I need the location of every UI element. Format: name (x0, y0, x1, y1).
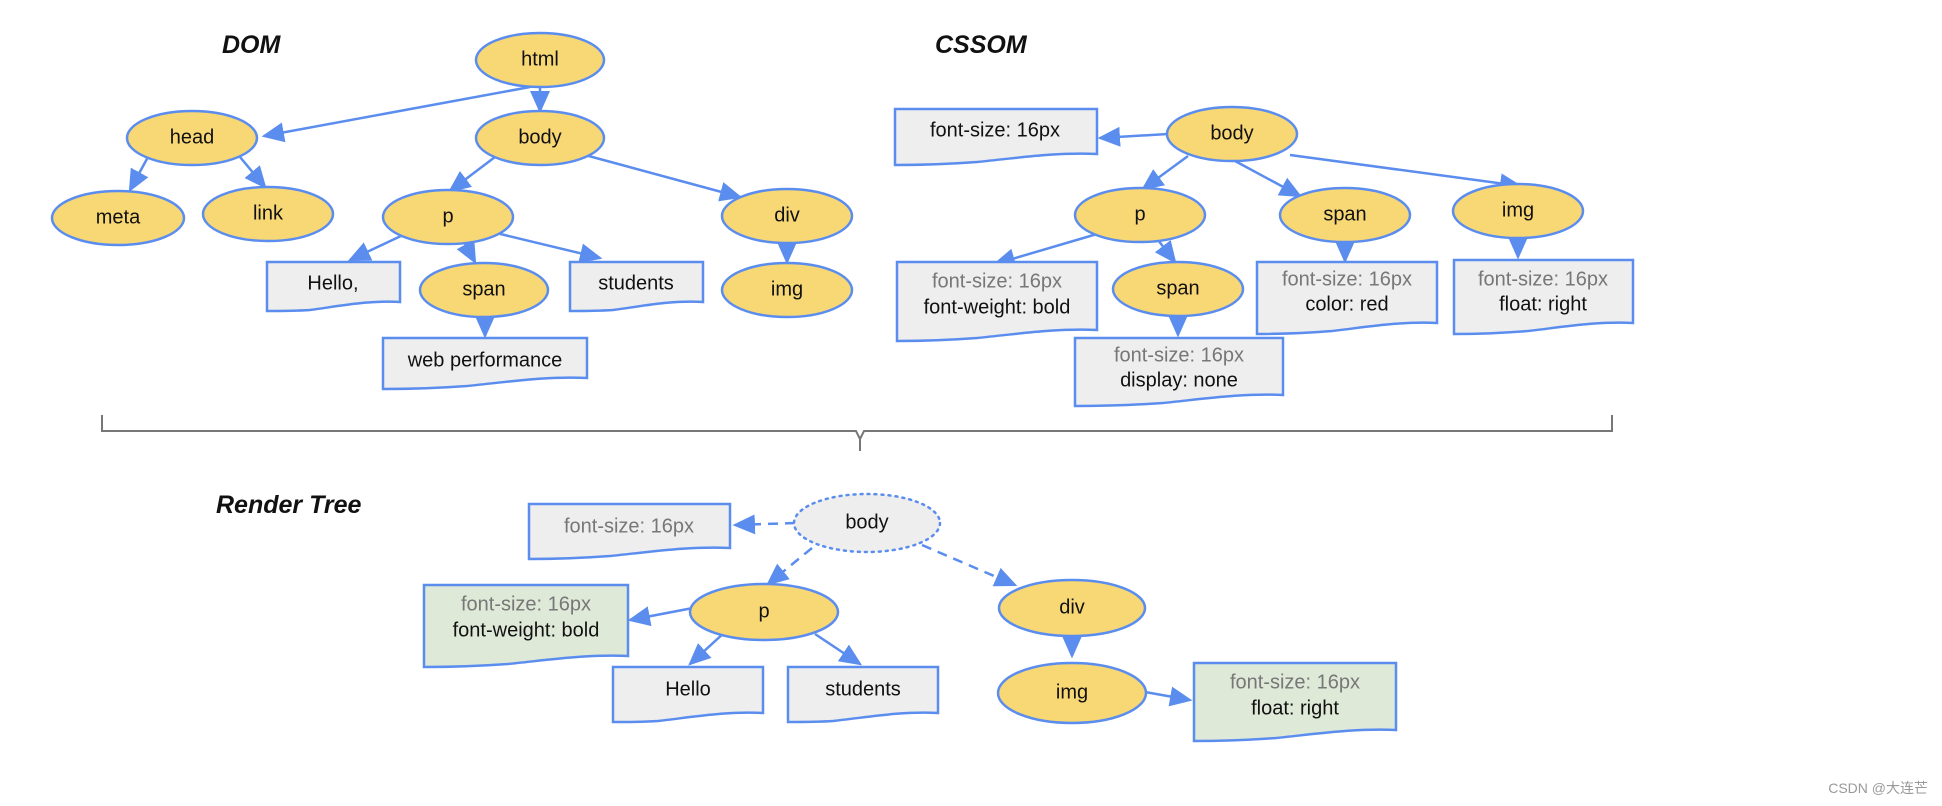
cssom-node-p: p (1073, 186, 1207, 244)
dom-node-html: html (474, 31, 606, 89)
dom-text-hello: Hello, (265, 260, 402, 313)
dom-node-img-label: img (771, 278, 803, 300)
combine-brace (101, 415, 1613, 451)
render-text-students-label: students (825, 678, 901, 700)
render-style-img-inherited: font-size: 16px (1230, 671, 1360, 693)
cssom-style-span-inherited: font-size: 16px (1282, 268, 1412, 290)
cssom-style-img-own: float: right (1499, 293, 1587, 315)
dom-node-p: p (381, 188, 515, 246)
render-style-body: font-size: 16px (527, 502, 732, 561)
cssom-node-p-label: p (1134, 203, 1145, 225)
render-text-hello-label: Hello (665, 678, 711, 700)
cssom-node-p-span: span (1111, 260, 1245, 318)
cssom-node-span-label: span (1323, 203, 1366, 225)
cssom-node-p-span-label: span (1156, 277, 1199, 299)
render-style-img-own: float: right (1251, 697, 1339, 719)
cssom-style-img-inherited: font-size: 16px (1478, 268, 1608, 290)
render-style-p: font-size: 16px font-weight: bold (422, 583, 630, 669)
dom-node-img: img (720, 261, 854, 319)
render-node-div: div (997, 578, 1147, 638)
cssom-node-body-label: body (1210, 122, 1253, 144)
cssom-edges (992, 126, 1528, 338)
dom-node-link: link (201, 185, 335, 243)
dom-text-hello-label: Hello, (307, 272, 358, 294)
render-style-body-label: font-size: 16px (564, 515, 694, 537)
render-style-p-inherited: font-size: 16px (461, 593, 591, 615)
dom-node-div: div (720, 187, 854, 245)
cssom-style-p-span-own: display: none (1120, 369, 1238, 391)
dom-text-students: students (568, 260, 705, 313)
render-text-hello: Hello (611, 665, 765, 724)
cssom-style-body-label: font-size: 16px (930, 119, 1060, 141)
cssom-node-body: body (1165, 105, 1299, 163)
dom-node-div-label: div (774, 204, 800, 226)
cssom-title: CSSOM (935, 31, 1028, 59)
dom-node-body: body (474, 109, 606, 167)
render-node-body: body (792, 492, 942, 554)
cssom-style-p: font-size: 16px font-weight: bold (895, 260, 1099, 343)
dom-node-head: head (125, 109, 259, 167)
cssom-style-p-span-inherited: font-size: 16px (1114, 344, 1244, 366)
cssom-node-img: img (1451, 182, 1585, 240)
dom-node-html-label: html (521, 48, 559, 70)
cssom-node-img-label: img (1502, 199, 1534, 221)
cssom-style-span: font-size: 16px color: red (1255, 260, 1439, 336)
render-tree-title: Render Tree (216, 491, 362, 519)
cssom-style-body: font-size: 16px (893, 107, 1099, 167)
render-node-img: img (996, 661, 1148, 725)
dom-node-span-label: span (462, 278, 505, 300)
dom-edges (128, 85, 797, 339)
render-node-p-label: p (758, 600, 769, 622)
dom-node-span: span (418, 261, 550, 319)
render-style-img: font-size: 16px float: right (1192, 661, 1398, 743)
render-node-img-label: img (1056, 681, 1088, 703)
cssom-style-p-inherited: font-size: 16px (932, 270, 1062, 292)
cssom-style-img: font-size: 16px float: right (1452, 258, 1635, 336)
dom-node-head-label: head (170, 126, 215, 148)
cssom-style-p-own: font-weight: bold (924, 296, 1071, 318)
cssom-style-p-span: font-size: 16px display: none (1073, 336, 1285, 408)
render-style-p-own: font-weight: bold (453, 619, 600, 641)
render-text-students: students (786, 665, 940, 724)
render-node-div-label: div (1059, 596, 1085, 618)
dom-node-link-label: link (253, 202, 284, 224)
cssom-node-span: span (1278, 186, 1412, 244)
render-tree-edges (627, 514, 1193, 707)
dom-node-meta-label: meta (96, 206, 141, 228)
cssom-style-span-own: color: red (1305, 293, 1388, 315)
render-node-p: p (688, 582, 840, 642)
dom-title: DOM (222, 31, 282, 59)
dom-node-body-label: body (518, 126, 561, 148)
dom-text-web-performance: web performance (381, 336, 589, 391)
dom-text-web-performance-label: web performance (407, 349, 563, 371)
watermark: CSDN @大连芒 (1828, 780, 1928, 796)
dom-text-students-label: students (598, 272, 674, 294)
dom-node-p-label: p (442, 205, 453, 227)
dom-node-meta: meta (50, 189, 186, 247)
render-node-body-label: body (845, 511, 888, 533)
